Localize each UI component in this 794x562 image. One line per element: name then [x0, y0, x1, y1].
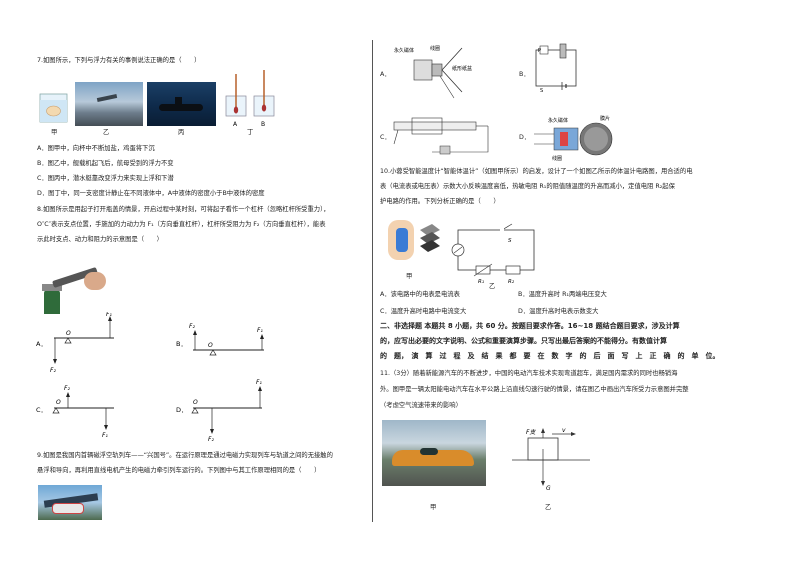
fig-label-jia: 甲 — [430, 504, 437, 511]
q8-stem-line-1: 8.如图所示是用起子打开瓶盖的情景，开启过程中某时刻，可将起子看作一个杠杆（忽略… — [37, 206, 330, 213]
q9-option-b[interactable]: B． — [519, 71, 530, 78]
q10-stem-line-1: 10.小蓉受智能温度计“智能体温计”（如图甲所示）的启发，设计了一个如图乙所示的… — [380, 168, 693, 175]
label-R2: R₂ — [508, 279, 515, 284]
label-F: F支 — [526, 428, 536, 436]
f2-label: F₂ — [50, 367, 56, 374]
q8-option-c[interactable]: C． — [36, 406, 47, 414]
f1-label: F₁ — [106, 312, 112, 318]
maglev-train-photo — [38, 485, 102, 520]
microphone-diagram: 永久磁体 膜片 线圈 — [534, 115, 613, 162]
q9-option-c[interactable]: C． — [380, 134, 391, 141]
q10-stem-line-2: 表（电流表或电压表）示数大小反映温度高低，热敏电阻 R₁的阻值随温度的升高而减小… — [380, 183, 675, 190]
label-S: S — [508, 238, 512, 244]
label-P: P — [538, 48, 541, 54]
q10-option-a[interactable]: A．该电路中的电表是电流表 — [380, 291, 460, 298]
thermometer-circuit: S R₁ R₂ — [451, 223, 535, 284]
section-2-line-1: 二、非选择题 本题共 8 小题，共 60 分。按题目要求作答。16~18 题结合… — [380, 322, 680, 330]
q9-option-a[interactable]: A． — [380, 71, 391, 78]
fig-label-yi: 乙 — [545, 504, 552, 511]
car-force-diagram: F支 v G — [512, 427, 590, 492]
label-R1: R₁ — [478, 279, 484, 284]
f1-label: F₁ — [102, 432, 108, 439]
electromagnet-circuit: P S — [535, 43, 577, 94]
q7-option-b[interactable]: B．图乙中，舰载机起飞后，航母受到的浮力不变 — [37, 160, 174, 167]
q11-stem-line-3: （考虑空气流速带来的影响） — [380, 402, 462, 409]
fig-label-bing: 丙 — [178, 129, 185, 136]
fig-label-jia: 甲 — [406, 273, 413, 280]
f1-label: F₁ — [257, 327, 263, 334]
q8-lever-diagrams: A． O F₁ F₂ B． O F₂ F₁ C． O F₂ F₁ D． — [36, 312, 264, 442]
carrier-photo — [75, 82, 143, 126]
solar-car-photo — [382, 420, 486, 486]
smart-thermometer-image — [388, 220, 440, 260]
label-coil: 线圈 — [430, 45, 440, 52]
pivot-label: O — [56, 399, 61, 406]
label-S: S — [540, 88, 543, 94]
q11-stem-line-1: 11.（3分）随着新能源汽车的不断进步，中国的电动汽车技术实现弯道超车，满足国内… — [380, 370, 678, 377]
q7-option-a[interactable]: A．图甲中，向杯中不断加盐，鸡蛋将下沉 — [37, 145, 155, 152]
q10-option-d[interactable]: D．温度升高时电表示数变大 — [518, 308, 599, 315]
f2-label: F₂ — [208, 436, 214, 442]
label-B: B — [261, 121, 265, 128]
q8-stem-line-3: 示此时支点、动力和阻力的示意图是（ ） — [37, 236, 163, 243]
f2-label: F₂ — [189, 323, 195, 330]
fig-label-yi: 乙 — [489, 283, 496, 290]
q9-stem-line-1: 9.如图是我国内首辆磁浮空轨列车——“兴国号”。在运行原理是通过电磁力实现列车与… — [37, 452, 333, 459]
label-v: v — [562, 427, 566, 434]
fig-label-jia: 甲 — [51, 129, 58, 136]
q10-stem-line-3: 护电路的作用。下列分析正确的是（ ） — [380, 198, 500, 205]
q8-stem-line-2: O″C″表示支点位置，手施加的力动力为 F₁（方向垂直杠杆），杠杆所受阻力为 F… — [37, 221, 326, 228]
bottle-opener-photo — [40, 262, 110, 314]
speaker-diagram: 永久磁体 线圈 纸形纸盆 — [394, 45, 472, 99]
motor-rail-diagram — [393, 117, 489, 155]
fig-label-yi: 乙 — [103, 129, 110, 136]
q10-option-c[interactable]: C．温度升高时电路中电流变大 — [380, 308, 467, 315]
q10-option-b[interactable]: B．温度升高时 R₁两端电压变大 — [518, 291, 607, 298]
q11-stem-line-2: 外。图甲是一辆太阳能电动汽车在水平公路上沿直线匀速行驶的情景，请在图乙中画出汽车… — [380, 386, 689, 393]
q8-option-b[interactable]: B． — [176, 340, 187, 348]
label-G: G — [546, 485, 551, 492]
f2-label: F₂ — [64, 385, 70, 392]
q7-option-c[interactable]: C．图丙中，潜水艇靠改变浮力来实现上浮和下潜 — [37, 175, 174, 182]
fig-label-ding: 丁 — [247, 129, 254, 136]
q7-stem: 7.如图所示，下列与浮力有关的事例说法正确的是（ ） — [37, 57, 201, 64]
label-paper-cone: 纸形纸盆 — [452, 65, 472, 72]
label-permanent-magnet: 永久磁体 — [548, 117, 568, 124]
label-coil: 线圈 — [552, 155, 562, 162]
section-2-line-3: 的 题， 演 算 过 程 及 结 果 都 要 在 数 字 的 后 面 写 上 正… — [380, 352, 720, 360]
pivot-label: O — [66, 330, 71, 337]
q9-stem-line-2: 悬浮和导向，再利用直线电机产生的电磁力牵引列车运行的。下列图中与其工作原理相同的… — [37, 467, 321, 474]
label-diaphragm: 膜片 — [600, 115, 610, 122]
pivot-label: O — [193, 399, 198, 406]
column-divider — [372, 40, 373, 522]
submarine-photo — [147, 82, 216, 126]
q8-option-d[interactable]: D． — [176, 406, 188, 414]
f1-label: F₁ — [256, 379, 262, 386]
label-permanent-magnet: 永久磁体 — [394, 47, 414, 54]
section-2-line-2: 的，应写出必要的文字说明、公式和重要演算步骤。只写出最后答案的不能得分。有数值计… — [380, 337, 667, 345]
q7-option-d[interactable]: D．图丁中，同一支密度计静止在不同液体中，A中液体的密度小于B中液体的密度 — [37, 190, 265, 197]
q8-option-a[interactable]: A． — [36, 340, 47, 348]
q9-option-d[interactable]: D． — [519, 134, 531, 141]
label-A: A — [233, 121, 238, 128]
pivot-label: O — [208, 342, 213, 349]
hydrometer-beakers-image: A B — [225, 70, 275, 128]
egg-beaker-image — [39, 93, 68, 123]
